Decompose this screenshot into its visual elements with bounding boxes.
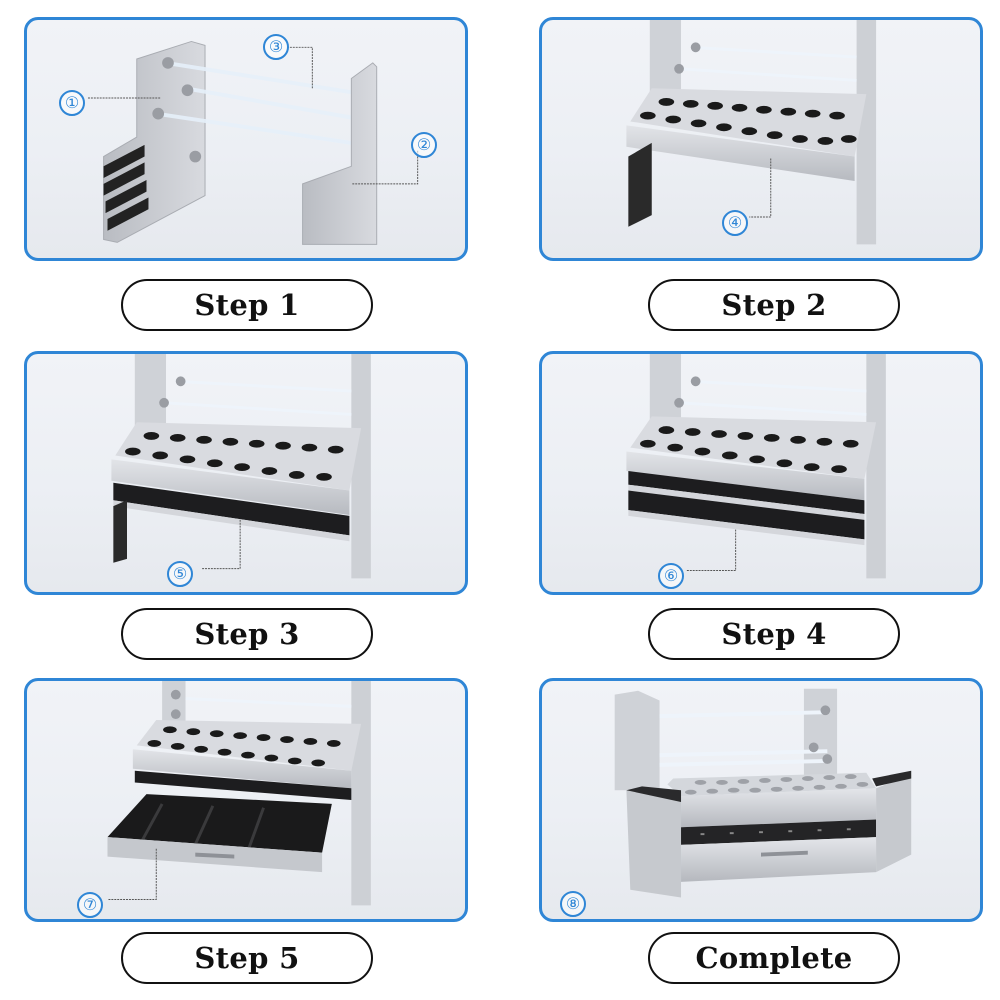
step-3-image-panel: ⑤: [24, 351, 468, 595]
callout-5: ⑤: [167, 561, 193, 587]
drawer-slide-illustration: [626, 354, 886, 579]
callout-1: ①: [59, 90, 85, 116]
callout-7: ⑦: [77, 892, 103, 918]
perforated-tray-illustration: [626, 20, 877, 245]
step-1-label: Step 1: [121, 279, 373, 331]
step-2-image-panel: ④: [539, 17, 983, 261]
step-4-image-panel: ⑥: [539, 351, 983, 595]
callout-4: ④: [722, 210, 748, 236]
drawer-insert-illustration: [107, 681, 371, 906]
step-3-label: Step 3: [121, 608, 373, 660]
step-4-label: Step 4: [648, 608, 900, 660]
step-1-image-panel: ① ② ③: [24, 17, 468, 261]
step-5-label: Step 5: [121, 932, 373, 984]
callout-2: ②: [411, 132, 437, 158]
callout-8: ⑧: [560, 891, 586, 917]
support-rail-illustration: [111, 354, 371, 579]
complete-label: Complete: [648, 932, 900, 984]
side-panels-and-rods-illustration: [87, 40, 419, 245]
assembled-organizer-illustration: [614, 688, 912, 898]
complete-image-panel: ⑧: [539, 678, 983, 922]
step-2-label: Step 2: [648, 279, 900, 331]
callout-6: ⑥: [658, 563, 684, 589]
callout-3: ③: [263, 34, 289, 60]
step-5-image-panel: ⑦: [24, 678, 468, 922]
